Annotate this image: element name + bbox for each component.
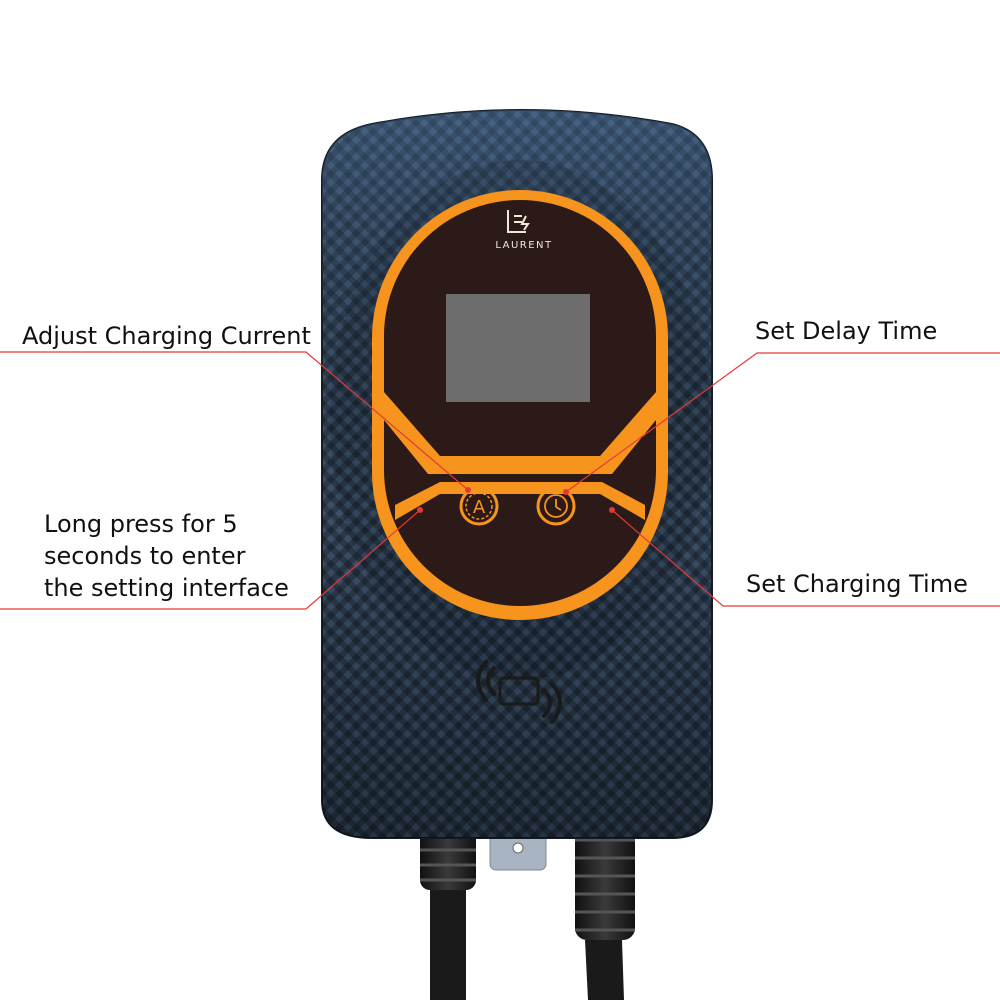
left-cable	[420, 820, 476, 1000]
current-button[interactable]	[459, 486, 499, 526]
label-long-press: Long press for 5 seconds to enter the se…	[44, 508, 289, 604]
callout-line-charging	[611, 509, 1000, 607]
label-long-press-line-3: the setting interface	[44, 574, 289, 602]
callout-dot-delay	[563, 489, 569, 495]
callout-lines	[0, 351, 1000, 610]
right-cable	[575, 820, 635, 1000]
callout-line-delay	[565, 352, 1000, 493]
brand-name: LAURENT	[495, 240, 553, 251]
current-a-icon: A	[473, 497, 486, 518]
mount-bracket	[489, 829, 547, 871]
front-panel	[372, 190, 668, 620]
laurent-logo-icon	[507, 210, 530, 233]
callout-line-longpress	[0, 509, 421, 610]
label-long-press-line-1: Long press for 5	[44, 510, 238, 538]
label-long-press-line-2: seconds to enter	[44, 542, 246, 570]
clock-button[interactable]	[536, 486, 576, 526]
label-adjust-charging-current: Adjust Charging Current	[22, 322, 311, 350]
callout-dot-longpress	[417, 507, 423, 513]
label-set-delay-time: Set Delay Time	[755, 317, 938, 345]
callout-dot-adjust	[465, 487, 471, 493]
rfid-card-icon	[476, 660, 562, 724]
callout-dot-charging	[609, 507, 615, 513]
clock-icon	[544, 494, 568, 518]
callout-dots	[417, 487, 615, 513]
label-set-charging-time: Set Charging Time	[746, 570, 968, 598]
display-screen	[446, 294, 590, 402]
callout-line-adjust	[0, 351, 469, 491]
